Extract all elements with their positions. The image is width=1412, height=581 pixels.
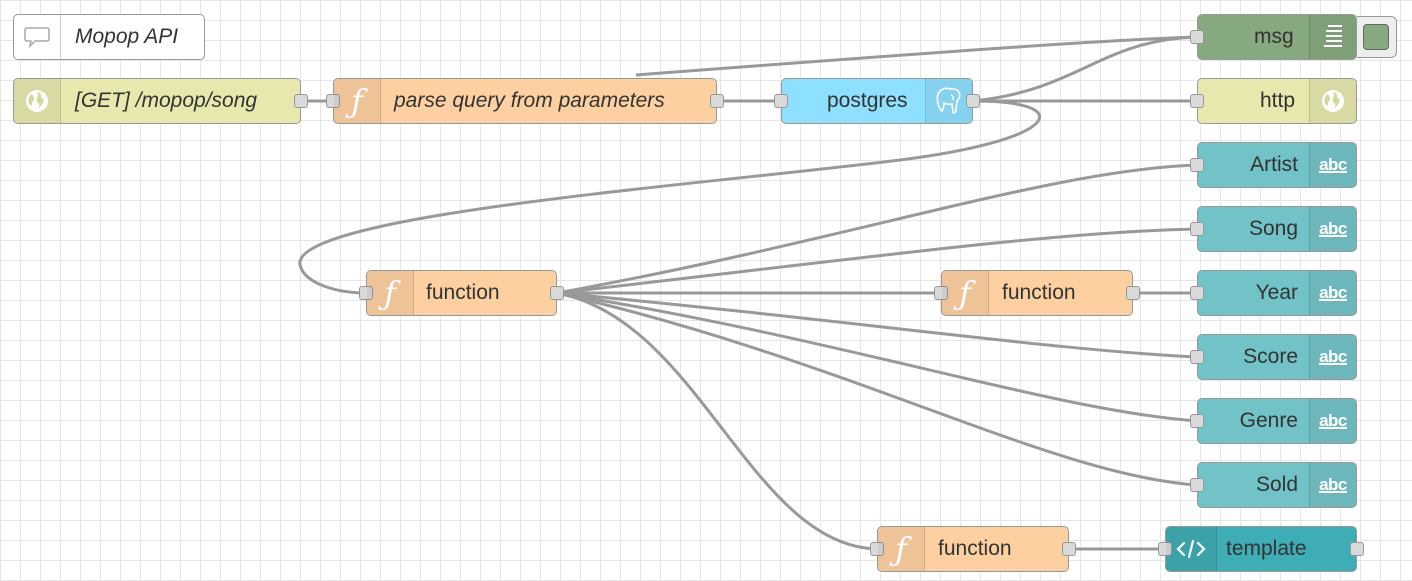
postgres-icon-cell bbox=[925, 79, 972, 123]
function-icon: ƒ bbox=[959, 274, 971, 312]
text-year-icon-cell: abc bbox=[1309, 271, 1356, 315]
wire-postgres-to-debug bbox=[972, 35, 1198, 103]
code-icon bbox=[1176, 539, 1206, 559]
postgres-input-port[interactable] bbox=[774, 94, 788, 108]
speech-bubble-icon bbox=[24, 27, 50, 49]
function-bottom-label: function bbox=[938, 537, 1012, 560]
text-song-icon-cell: abc bbox=[1309, 207, 1356, 251]
wire-function-to-function-bottom bbox=[556, 291, 878, 551]
function-bottom-icon-cell: ƒ bbox=[878, 527, 925, 571]
function-year-icon-cell: ƒ bbox=[942, 271, 989, 315]
debug-icon-cell bbox=[1309, 15, 1356, 59]
text-artist-label: Artist bbox=[1250, 153, 1298, 176]
text-genre-icon-cell: abc bbox=[1309, 399, 1356, 443]
template-icon-cell bbox=[1166, 527, 1217, 571]
text-node-year[interactable]: Year abc bbox=[1190, 270, 1357, 316]
wire-function-to-sold bbox=[556, 291, 1198, 487]
text-song-label: Song bbox=[1248, 217, 1298, 240]
text-sold-icon-cell: abc bbox=[1309, 463, 1356, 507]
template-node[interactable]: template bbox=[1158, 526, 1364, 572]
text-song-input-port[interactable] bbox=[1190, 222, 1204, 236]
function-icon: ƒ bbox=[895, 530, 907, 568]
text-artist-icon-cell: abc bbox=[1309, 143, 1356, 187]
parse-icon-cell: ƒ bbox=[334, 79, 381, 123]
text-year-label: Year bbox=[1255, 281, 1298, 304]
text-sold-label: Sold bbox=[1255, 473, 1298, 496]
text-year-input-port[interactable] bbox=[1190, 286, 1204, 300]
http-in-label: [GET] /mopop/song bbox=[75, 89, 258, 112]
wire-parse-to-debug bbox=[635, 35, 1198, 77]
text-score-label: Score bbox=[1243, 345, 1298, 368]
postgres-label: postgres bbox=[827, 89, 908, 112]
text-node-song[interactable]: Song abc bbox=[1190, 206, 1357, 252]
globe-icon bbox=[26, 90, 48, 112]
debug-toggle-button[interactable] bbox=[1357, 16, 1397, 58]
function-bottom-node[interactable]: ƒ function bbox=[870, 526, 1076, 572]
http-response-icon-cell bbox=[1309, 79, 1356, 123]
function-main-output-port[interactable] bbox=[550, 286, 564, 300]
list-icon bbox=[1324, 25, 1342, 47]
function-main-input-port[interactable] bbox=[359, 286, 373, 300]
abc-icon: abc bbox=[1319, 347, 1347, 366]
debug-toggle-indicator bbox=[1363, 24, 1389, 50]
text-genre-label: Genre bbox=[1239, 409, 1298, 432]
parse-query-function-node[interactable]: ƒ parse query from parameters bbox=[326, 78, 724, 124]
template-input-port[interactable] bbox=[1158, 542, 1172, 556]
http-response-input-port[interactable] bbox=[1190, 94, 1204, 108]
template-label: template bbox=[1226, 537, 1307, 560]
http-in-node[interactable]: [GET] /mopop/song bbox=[13, 78, 308, 124]
http-response-node[interactable]: http bbox=[1190, 78, 1357, 124]
text-genre-input-port[interactable] bbox=[1190, 414, 1204, 428]
abc-icon: abc bbox=[1319, 155, 1347, 174]
abc-icon: abc bbox=[1319, 219, 1347, 238]
comment-label: Mopop API bbox=[75, 25, 179, 48]
function-icon: ƒ bbox=[351, 82, 363, 120]
function-main-icon-cell: ƒ bbox=[367, 271, 414, 315]
text-score-icon-cell: abc bbox=[1309, 335, 1356, 379]
text-node-sold[interactable]: Sold abc bbox=[1190, 462, 1357, 508]
function-main-label: function bbox=[426, 281, 500, 304]
http-in-output-port[interactable] bbox=[294, 94, 308, 108]
function-main-node[interactable]: ƒ function bbox=[359, 270, 564, 316]
function-year-label: function bbox=[1002, 281, 1076, 304]
abc-icon: abc bbox=[1319, 283, 1347, 302]
text-node-score[interactable]: Score abc bbox=[1190, 334, 1357, 380]
parse-input-port[interactable] bbox=[326, 94, 340, 108]
elephant-icon bbox=[936, 87, 961, 114]
postgres-output-port[interactable] bbox=[966, 94, 980, 108]
globe-icon bbox=[1322, 90, 1344, 112]
function-year-output-port[interactable] bbox=[1126, 286, 1140, 300]
template-output-port[interactable] bbox=[1350, 542, 1364, 556]
postgres-node[interactable]: postgres bbox=[774, 78, 980, 124]
http-response-label: http bbox=[1260, 89, 1296, 112]
text-sold-input-port[interactable] bbox=[1190, 478, 1204, 492]
parse-label: parse query from parameters bbox=[394, 89, 665, 112]
function-icon: ƒ bbox=[384, 274, 396, 312]
wire-postgres-to-function bbox=[298, 99, 1041, 295]
function-bottom-output-port[interactable] bbox=[1062, 542, 1076, 556]
function-bottom-input-port[interactable] bbox=[870, 542, 884, 556]
text-node-genre[interactable]: Genre abc bbox=[1190, 398, 1357, 444]
debug-label: msg bbox=[1254, 25, 1294, 48]
parse-output-port[interactable] bbox=[710, 94, 724, 108]
debug-input-port[interactable] bbox=[1190, 30, 1204, 44]
abc-icon: abc bbox=[1319, 411, 1347, 430]
function-year-input-port[interactable] bbox=[934, 286, 948, 300]
abc-icon: abc bbox=[1319, 475, 1347, 494]
comment-icon-cell bbox=[14, 15, 61, 59]
text-artist-input-port[interactable] bbox=[1190, 158, 1204, 172]
function-year-node[interactable]: ƒ function bbox=[934, 270, 1140, 316]
debug-msg-node[interactable]: msg bbox=[1190, 14, 1357, 60]
text-score-input-port[interactable] bbox=[1190, 350, 1204, 364]
http-in-icon-cell bbox=[14, 79, 61, 123]
text-node-artist[interactable]: Artist abc bbox=[1190, 142, 1357, 188]
comment-node[interactable]: Mopop API bbox=[13, 14, 205, 60]
